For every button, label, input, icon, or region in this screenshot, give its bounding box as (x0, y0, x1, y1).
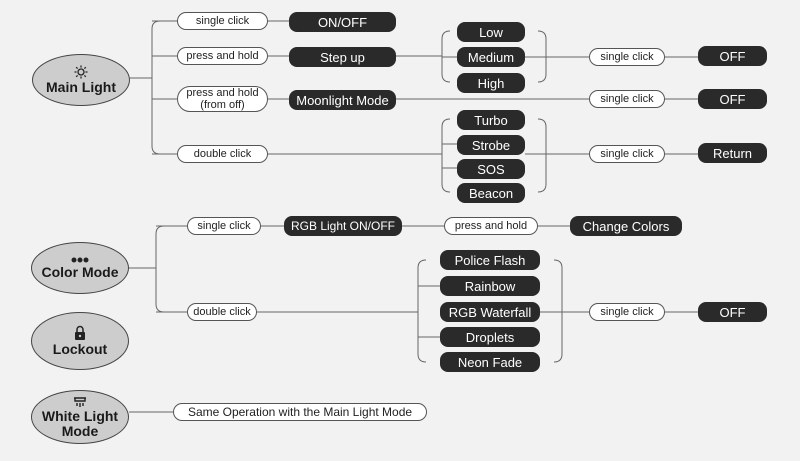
color-single-click-2: single click (589, 303, 665, 321)
special-beacon: Beacon (457, 183, 525, 203)
main-light-mode: Main Light (32, 54, 130, 106)
main-return: Return (698, 143, 767, 163)
color-mode: Color Mode (31, 242, 129, 294)
lockout-mode: Lockout (31, 312, 129, 370)
main-double-click: double click (177, 145, 268, 163)
main-off-2: OFF (698, 89, 767, 109)
main-off-1: OFF (698, 46, 767, 66)
sun-icon (73, 65, 89, 79)
color-mode-label: Color Mode (41, 264, 119, 280)
main-on-off: ON/OFF (289, 12, 396, 32)
special-strobe: Strobe (457, 135, 525, 155)
color-double-click: double click (187, 303, 257, 321)
main-press-hold: press and hold (177, 47, 268, 65)
effect-rainbow: Rainbow (440, 276, 540, 296)
effect-neon-fade: Neon Fade (440, 352, 540, 372)
main-single-click-2: single click (589, 48, 665, 66)
main-moonlight: Moonlight Mode (289, 90, 396, 110)
effect-droplets: Droplets (440, 327, 540, 347)
three-dots-icon (71, 256, 89, 264)
effect-rgb-waterfall: RGB Waterfall (440, 302, 540, 322)
color-rgb-on-off: RGB Light ON/OFF (284, 216, 402, 236)
main-light-label: Main Light (46, 79, 116, 95)
main-press-hold-from-off: press and hold (from off) (177, 86, 268, 112)
color-off: OFF (698, 302, 767, 322)
color-change-colors: Change Colors (570, 216, 682, 236)
effect-police-flash: Police Flash (440, 250, 540, 270)
lockout-label: Lockout (52, 341, 108, 357)
main-single-click-4: single click (589, 145, 665, 163)
special-turbo: Turbo (457, 110, 525, 130)
main-step-up: Step up (289, 47, 396, 67)
ceiling-lamp-icon (72, 396, 88, 408)
white-light-note: Same Operation with the Main Light Mode (173, 403, 427, 421)
color-press-hold: press and hold (444, 217, 538, 235)
level-medium: Medium (457, 47, 525, 67)
main-single-click-3: single click (589, 90, 665, 108)
special-sos: SOS (457, 159, 525, 179)
color-single-click: single click (187, 217, 261, 235)
level-low: Low (457, 22, 525, 42)
level-high: High (457, 73, 525, 93)
white-light-mode: White Light Mode (31, 390, 129, 444)
white-light-label: White Light Mode (41, 407, 119, 439)
lock-icon (73, 325, 87, 341)
main-single-click: single click (177, 12, 268, 30)
